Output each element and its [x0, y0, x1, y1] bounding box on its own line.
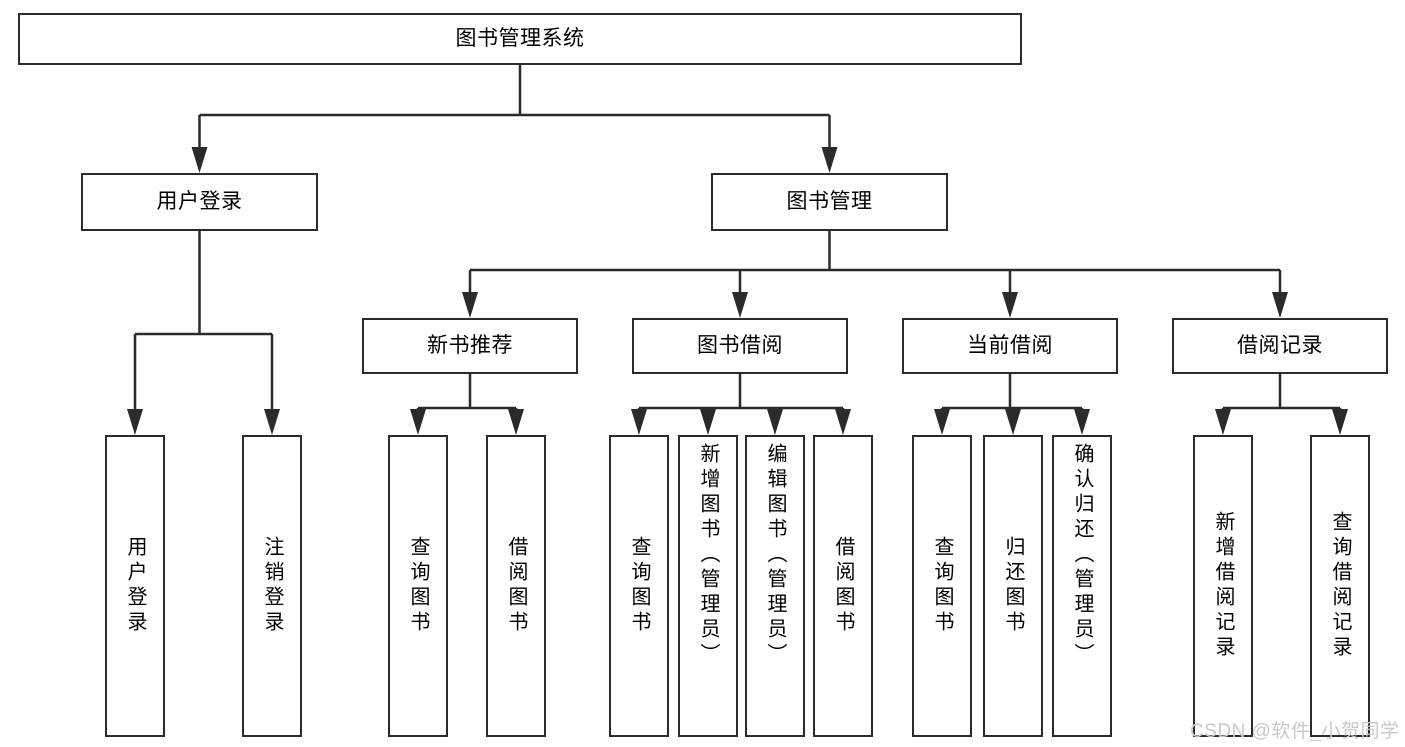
node-leaf-rec-2[interactable]: 查询借阅记录 [1310, 435, 1370, 737]
node-label: 查询图书 [628, 536, 650, 636]
node-root[interactable]: 图书管理系统 [18, 13, 1022, 65]
node-leaf-new-2[interactable]: 借阅图书 [486, 435, 546, 737]
node-leaf-cur-2[interactable]: 归还图书 [983, 435, 1043, 737]
node-label: 用户登录 [124, 536, 146, 636]
node-label: 编辑图书（管理员） [764, 443, 786, 668]
node-leaf-borrow-4[interactable]: 借阅图书 [813, 435, 873, 737]
node-leaf-new-1[interactable]: 查询图书 [388, 435, 448, 737]
node-borrow[interactable]: 图书借阅 [632, 318, 848, 374]
node-leaf-login-2[interactable]: 注销登录 [242, 435, 302, 737]
node-label: 借阅记录 [1237, 333, 1323, 357]
node-leaf-borrow-1[interactable]: 查询图书 [609, 435, 669, 737]
arrowhead-leaf-cur-1 [934, 409, 950, 435]
node-label: 归还图书 [1002, 536, 1024, 636]
node-login[interactable]: 用户登录 [81, 173, 318, 231]
arrowhead-login [191, 147, 208, 173]
node-label: 新书推荐 [427, 333, 513, 357]
node-leaf-login-1[interactable]: 用户登录 [105, 435, 165, 737]
node-label: 借阅图书 [832, 536, 854, 636]
node-label: 查询借阅记录 [1329, 511, 1351, 661]
arrowhead-leaf-cur-2 [1005, 409, 1021, 435]
node-label: 图书管理系统 [455, 26, 585, 50]
arrowhead-leaf-login-2 [264, 409, 280, 435]
node-leaf-rec-1[interactable]: 新增借阅记录 [1193, 435, 1253, 737]
arrowhead-current [1002, 292, 1018, 318]
node-label: 新增借阅记录 [1212, 511, 1234, 661]
arrowhead-leaf-login-1 [127, 409, 143, 435]
node-current[interactable]: 当前借阅 [902, 318, 1118, 374]
node-leaf-borrow-3[interactable]: 编辑图书（管理员） [745, 435, 805, 737]
node-bookmgmt[interactable]: 图书管理 [711, 173, 948, 231]
arrowhead-bookmgmt [821, 147, 838, 173]
node-newbook[interactable]: 新书推荐 [362, 318, 578, 374]
arrowhead-newbook [462, 292, 478, 318]
node-label: 当前借阅 [967, 333, 1053, 357]
arrowhead-leaf-new-1 [410, 409, 426, 435]
arrowhead-borrow [732, 292, 748, 318]
node-label: 查询图书 [931, 536, 953, 636]
arrowhead-leaf-cur-3 [1074, 409, 1090, 435]
node-label: 新增图书（管理员） [697, 443, 719, 668]
node-leaf-borrow-2[interactable]: 新增图书（管理员） [678, 435, 738, 737]
arrowhead-leaf-borrow-4 [835, 409, 851, 435]
node-label: 用户登录 [156, 189, 243, 213]
node-label: 图书管理 [786, 189, 873, 213]
node-label: 注销登录 [261, 536, 283, 636]
node-label: 借阅图书 [505, 536, 527, 636]
node-leaf-cur-1[interactable]: 查询图书 [912, 435, 972, 737]
node-label: 查询图书 [407, 536, 429, 636]
arrowhead-leaf-new-2 [508, 409, 524, 435]
watermark: CSDN @软件_小贺同学 [1190, 721, 1400, 742]
arrowhead-leaf-rec-2 [1332, 409, 1348, 435]
arrowhead-leaf-borrow-2 [700, 409, 716, 435]
node-records[interactable]: 借阅记录 [1172, 318, 1388, 374]
arrowhead-leaf-rec-1 [1215, 409, 1231, 435]
node-label: 确认归还（管理员） [1071, 443, 1093, 668]
arrowhead-records [1272, 292, 1288, 318]
arrowhead-leaf-borrow-1 [631, 409, 647, 435]
node-leaf-cur-3[interactable]: 确认归还（管理员） [1052, 435, 1112, 737]
node-label: 图书借阅 [697, 333, 783, 357]
arrowhead-leaf-borrow-3 [767, 409, 783, 435]
